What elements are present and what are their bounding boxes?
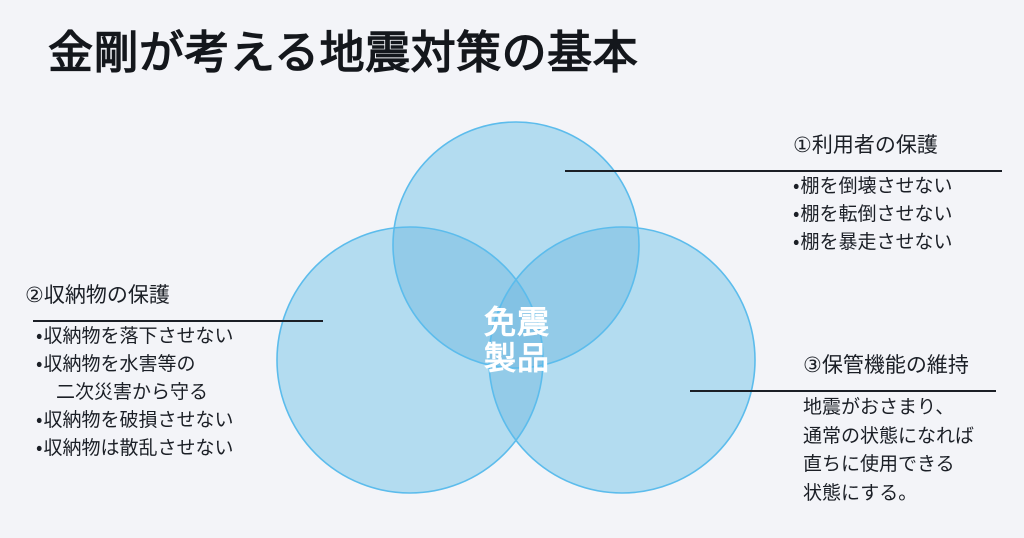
body-line: 直ちに使用できる: [803, 454, 955, 476]
list-item-continuation: 二次災害から守る: [56, 382, 209, 404]
list-item: ・棚を暴走させない: [793, 229, 952, 257]
venn-circle-top-outline: [392, 121, 640, 369]
venn-circle-right-outline: [488, 226, 756, 494]
bullet-marker: ・: [793, 232, 800, 254]
section-1-list: ・棚を倒壊させない ・棚を転倒させない ・棚を暴走させない: [793, 173, 952, 257]
connector-rule-section-2: [33, 320, 323, 322]
body-line: 地震がおさまり、: [803, 397, 955, 419]
connector-rule-section-3: [690, 390, 996, 392]
list-item: ・棚を転倒させない: [793, 201, 952, 229]
section-3-body: 地震がおさまり、 通常の状態になれば 直ちに使用できる 状態にする。: [803, 394, 974, 508]
connector-rule-section-1: [565, 170, 1002, 172]
bullet-marker: ・: [36, 410, 43, 432]
body-line: 状態にする。: [803, 482, 918, 504]
list-item: ・収納物は散乱させない: [36, 435, 233, 463]
list-item-label: 収納物を水害等の: [43, 354, 196, 376]
section-3-heading: ③保管機能の維持: [803, 354, 969, 377]
list-item-label: 収納物は散乱させない: [43, 437, 234, 459]
list-item-label: 収納物を落下させない: [43, 326, 234, 348]
list-item: ・収納物を落下させない: [36, 323, 233, 351]
bullet-marker: ・: [793, 204, 800, 226]
list-item: ・棚を倒壊させない: [793, 173, 952, 201]
list-item: ・収納物を破損させない: [36, 407, 233, 435]
bullet-marker: ・: [36, 326, 43, 348]
bullet-marker: ・: [36, 437, 43, 459]
list-item-label: 収納物を破損させない: [43, 410, 234, 432]
list-item-label: 棚を暴走させない: [800, 232, 953, 254]
list-item-label: 棚を転倒させない: [800, 204, 953, 226]
section-stored-items-protection: ②収納物の保護 ・収納物を落下させない ・収納物を水害等の 二次災害から守る ・…: [25, 283, 233, 463]
bullet-marker: ・: [36, 354, 43, 376]
section-storage-function-maintenance: ③保管機能の維持 地震がおさまり、 通常の状態になれば 直ちに使用できる 状態に…: [803, 353, 974, 508]
list-item: ・収納物を水害等の 二次災害から守る: [36, 351, 233, 407]
bullet-marker: ・: [793, 176, 800, 198]
page-title: 金剛が考える地震対策の基本: [48, 27, 639, 78]
body-line: 通常の状態になれば: [803, 425, 975, 447]
section-2-list: ・収納物を落下させない ・収納物を水害等の 二次災害から守る ・収納物を破損させ…: [36, 323, 233, 463]
venn-circle-left-outline: [276, 226, 544, 494]
section-2-heading: ②収納物の保護: [25, 284, 170, 307]
section-user-protection: ①利用者の保護 ・棚を倒壊させない ・棚を転倒させない ・棚を暴走させない: [793, 133, 952, 257]
list-item-label: 棚を倒壊させない: [800, 176, 953, 198]
section-1-heading: ①利用者の保護: [793, 134, 938, 157]
